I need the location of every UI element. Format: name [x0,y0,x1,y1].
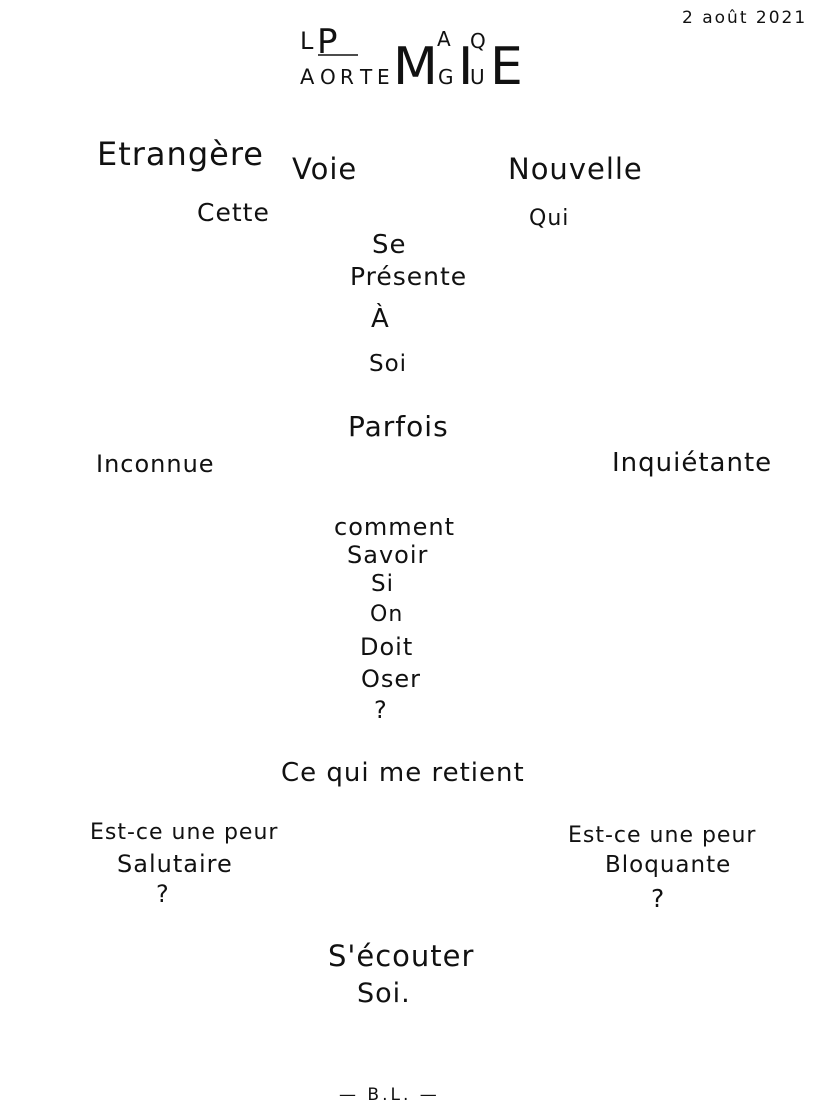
title-letter-o: O [320,65,336,89]
title-letter-p: P [317,22,338,62]
line-est-ce-une-peur-left: Est-ce une peur [90,820,279,845]
word-nouvelle: Nouvelle [508,152,643,186]
title-letter-e2: E [490,37,520,90]
word-voie: Voie [292,152,358,186]
title-letter-e: E [377,65,390,89]
title-lettering: L A P O R T E M A G I Q U E [300,22,520,90]
word-inconnue: Inconnue [96,450,215,478]
poem-title: L A P O R T E M A G I Q U E [298,22,520,90]
title-letter-m: M [393,37,438,90]
word-si: Si [371,571,394,597]
question-mark-right: ? [651,884,666,913]
title-letter-g: G [438,65,454,89]
word-oser: Oser [361,665,422,693]
word-cette: Cette [197,198,270,227]
title-letter-a2: A [437,27,451,51]
title-letter-a: A [300,65,315,89]
word-salutaire: Salutaire [117,850,233,878]
word-on: On [370,602,404,627]
signature: — B.L. — [339,1085,440,1105]
word-s-ecouter: S'écouter [328,939,475,973]
word-savoir: Savoir [347,541,429,569]
title-letter-l: L [300,27,314,55]
word-soi: Soi [369,351,408,377]
word-soi-final: Soi. [357,978,411,1009]
line-ce-qui-me-retient: Ce qui me retient [281,758,525,788]
word-doit: Doit [360,633,414,661]
word-inquietante: Inquiétante [612,448,773,478]
date: 2 août 2021 [682,8,808,28]
word-qui: Qui [529,206,570,231]
question-mark-left: ? [156,880,170,908]
title-letter-q: Q [470,29,486,53]
line-est-ce-une-peur-right: Est-ce une peur [568,823,757,848]
word-bloquante: Bloquante [605,852,732,878]
word-a: À [371,304,390,334]
word-presente: Présente [350,262,468,291]
title-letter-u: U [470,65,485,89]
title-letter-r: R [340,65,354,89]
word-etrangere: Etrangère [97,135,264,173]
question-mark: ? [374,696,388,724]
title-letter-t: T [359,65,373,89]
title-letter-i: I [458,37,473,90]
word-parfois: Parfois [348,410,449,443]
word-se: Se [372,230,407,260]
word-comment: comment [334,513,456,541]
